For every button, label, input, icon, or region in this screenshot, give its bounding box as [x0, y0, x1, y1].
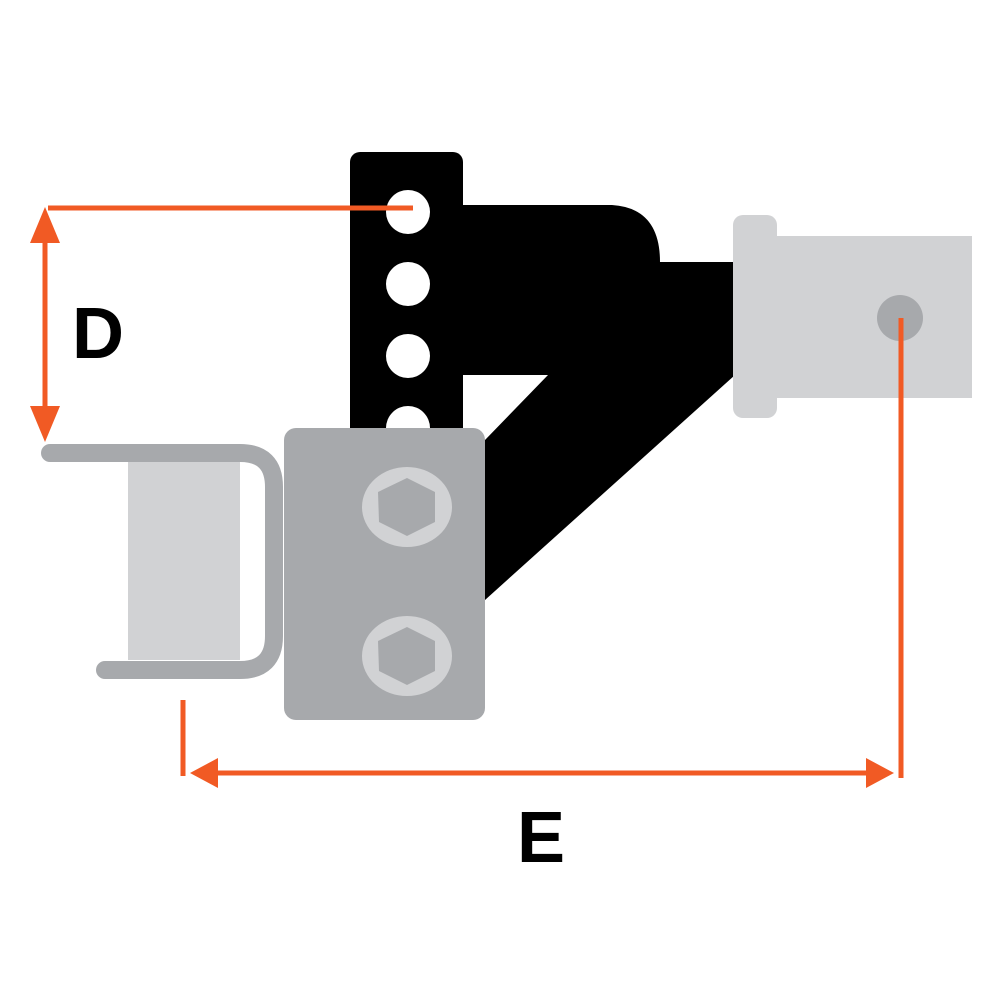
dimension-e [180, 318, 904, 788]
shank-hole [386, 190, 430, 234]
shank-hole [386, 262, 430, 306]
hex-bolt [362, 616, 452, 696]
mounting-block [284, 428, 485, 720]
receiver-tube [41, 444, 283, 679]
ball-platform [733, 215, 972, 418]
adjustable-shank [350, 152, 735, 600]
dimension-d [30, 205, 413, 442]
dimension-e-label: E [517, 798, 565, 878]
dimension-d-label: D [72, 294, 124, 374]
hex-bolt [362, 467, 452, 547]
shank-hole [386, 334, 430, 378]
